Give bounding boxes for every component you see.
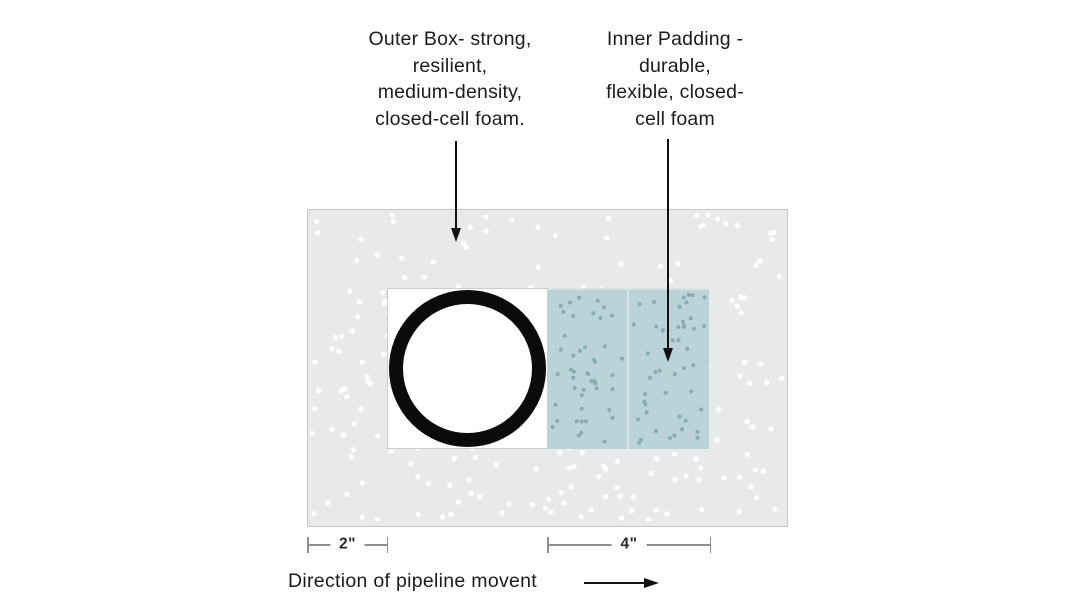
inner-padding-panel-2 xyxy=(629,288,709,449)
dimension-4in-label: 4" xyxy=(611,535,647,554)
arrow-shaft xyxy=(667,139,669,349)
padding-divider xyxy=(627,288,629,449)
padding-speckle-texture xyxy=(550,295,624,444)
pipe-cross-section xyxy=(389,290,546,447)
dimension-tick xyxy=(709,537,711,553)
dimension-4in: 4" xyxy=(547,535,711,554)
padding-speckle-texture xyxy=(631,292,707,445)
dimension-tick xyxy=(386,537,388,553)
arrow-shaft xyxy=(584,582,646,584)
dimension-2in: 2" xyxy=(307,535,388,554)
dimension-2in-label: 2" xyxy=(330,535,365,554)
dimension-tick xyxy=(307,537,309,553)
inner-padding-panel-1 xyxy=(548,288,627,449)
inner-padding-label: Inner Padding - durable, flexible, close… xyxy=(606,28,744,130)
direction-arrow-icon xyxy=(584,578,660,588)
pipe-cavity xyxy=(387,288,548,449)
dimension-tick xyxy=(547,537,549,553)
inner-padding-pointer-arrow-icon xyxy=(662,139,674,363)
outer-box-pointer-arrow-icon xyxy=(450,141,462,243)
outer-box-label: Outer Box- strong, resilient, medium-den… xyxy=(368,28,532,130)
arrow-head-down-icon xyxy=(663,348,673,362)
arrow-shaft xyxy=(455,141,457,229)
inner-padding-area xyxy=(548,288,709,449)
arrow-head-down-icon xyxy=(451,228,461,242)
direction-caption: Direction of pipeline movent xyxy=(288,570,538,592)
arrow-head-right-icon xyxy=(644,578,659,588)
